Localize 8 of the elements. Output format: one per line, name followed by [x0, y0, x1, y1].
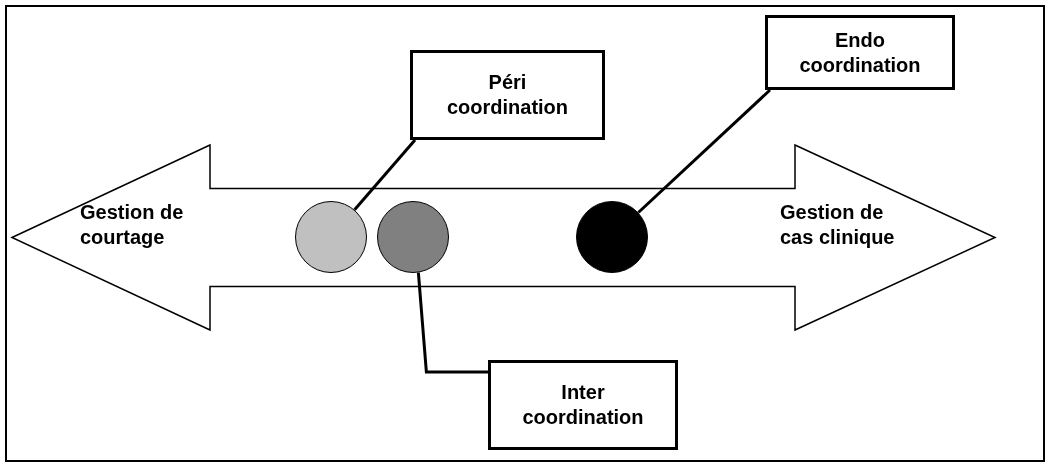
end-label: Gestion de cas clinique: [780, 200, 896, 250]
leader-line: [416, 272, 488, 374]
callout-box: Endo coordination: [765, 15, 955, 90]
callout-box: Inter coordination: [488, 360, 678, 450]
callout-box: Péri coordination: [410, 50, 605, 140]
leader-line: [353, 139, 417, 211]
end-label: Gestion de courtage: [80, 200, 185, 250]
leader-line: [637, 88, 772, 214]
